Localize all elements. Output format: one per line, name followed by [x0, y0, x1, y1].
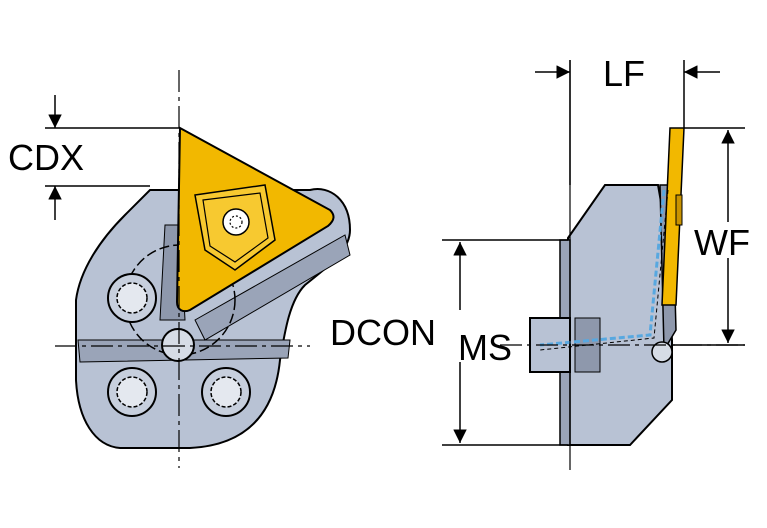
dcon-label: DCON: [330, 312, 436, 353]
side-view: [442, 60, 745, 470]
ms-label: MS: [458, 327, 512, 368]
lf-label: LF: [603, 53, 646, 94]
side-insert: [661, 127, 685, 306]
wf-label: WF: [694, 222, 750, 263]
front-view: [45, 70, 352, 468]
screw-top-left: [107, 273, 157, 323]
coolant-channel: [539, 189, 666, 347]
screw-bottom-left: [107, 367, 157, 417]
insert-pocket-inner: [202, 192, 269, 263]
cdx-label: CDX: [8, 137, 85, 178]
insert-screw-icon: [222, 208, 250, 236]
screw-bottom-right: [201, 367, 251, 417]
center-pin: [161, 328, 195, 362]
side-tool-body: [567, 184, 673, 446]
front-diagonal-band: [194, 234, 351, 341]
